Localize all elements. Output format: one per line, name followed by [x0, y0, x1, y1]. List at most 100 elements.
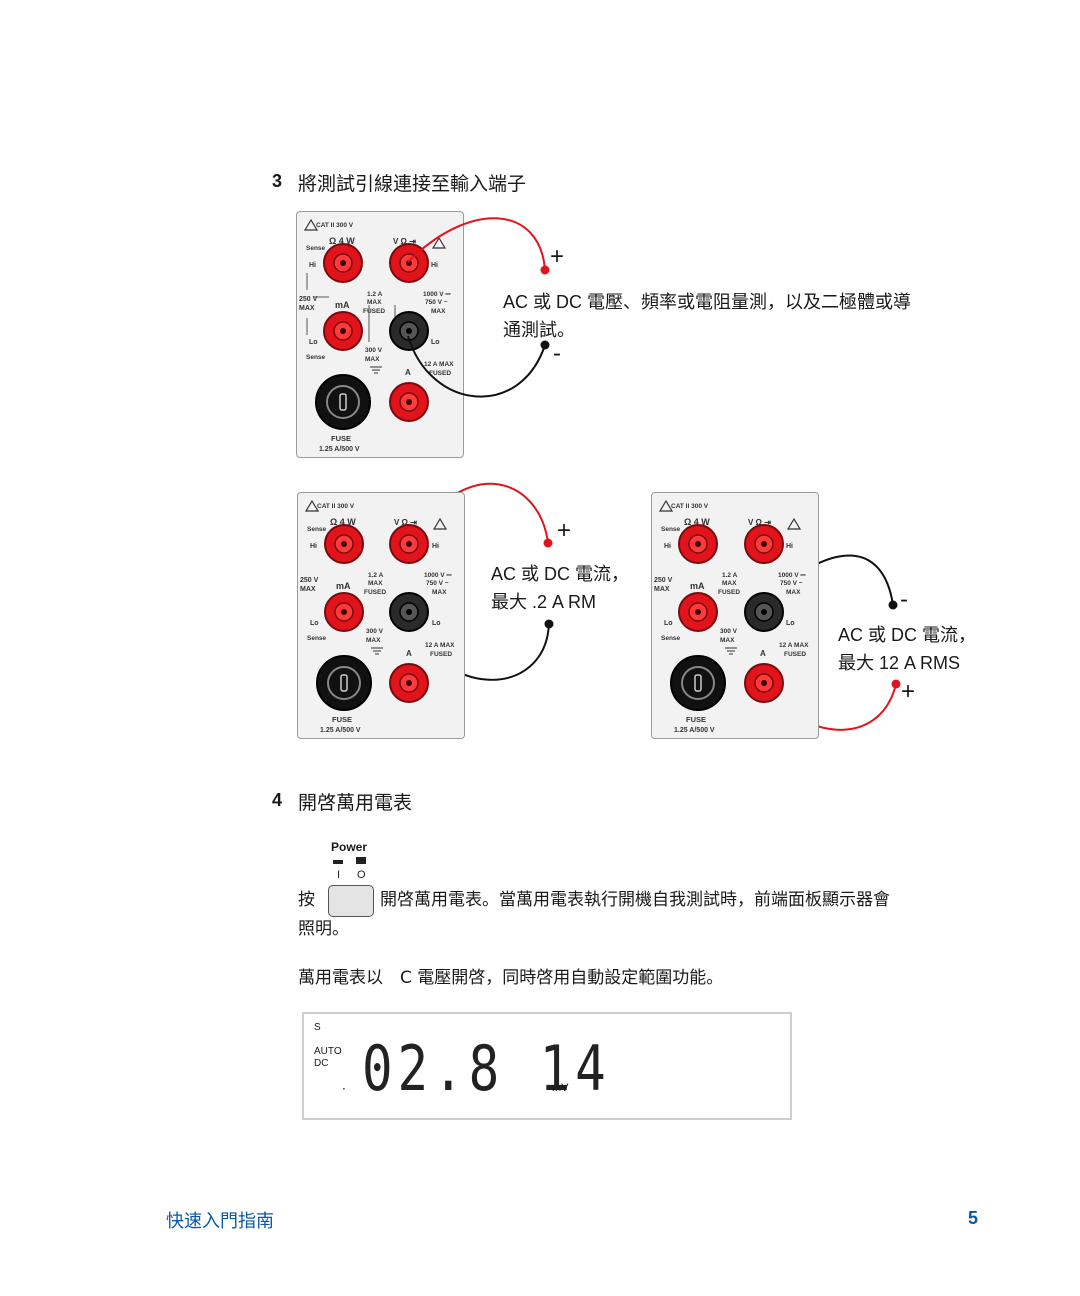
black-lead [407, 335, 546, 398]
warning-icon [786, 517, 802, 530]
red-lead [407, 217, 546, 271]
svg-text:Lo: Lo [310, 620, 319, 627]
svg-text:300 V: 300 V [720, 628, 738, 635]
step4-note: 萬用電表以 C 電壓開啓，同時啓用自動設定範圍功能。 [298, 968, 724, 988]
svg-text:1.25 A/500 V: 1.25 A/500 V [320, 727, 361, 734]
page-number: 5 [968, 1208, 979, 1228]
svg-text:A: A [405, 368, 411, 377]
svg-text:MAX: MAX [299, 305, 315, 312]
svg-text:1.2 A: 1.2 A [368, 572, 384, 579]
svg-text:Sense: Sense [307, 635, 327, 642]
svg-text:1000 V ⎓: 1000 V ⎓ [778, 572, 806, 579]
svg-text:I: I [337, 869, 340, 880]
svg-text:MAX: MAX [300, 586, 316, 593]
svg-text:mA: mA [335, 300, 350, 310]
display-dc-annunciator: DC [314, 1058, 329, 1069]
minus-sign: - [900, 586, 908, 613]
svg-text:Hi: Hi [431, 262, 438, 269]
svg-text:MAX: MAX [720, 637, 735, 644]
step4-description: 開啓萬用電表。當萬用電表執行開機自我測試時，前端面板顯示器會 [380, 890, 890, 910]
svg-text:Sense: Sense [306, 354, 326, 361]
step4-description-cont: 照明。 [298, 919, 349, 939]
svg-text:FUSE: FUSE [332, 715, 352, 724]
svg-text:A: A [760, 649, 766, 658]
svg-text:750 V ~: 750 V ~ [426, 580, 449, 587]
svg-text:1000 V ⎓: 1000 V ⎓ [424, 572, 452, 579]
plus-sign: + [550, 243, 565, 270]
svg-text:1.2 A: 1.2 A [367, 291, 383, 298]
front-panel-terminals: CAT II 300 V Sense Ω 4 W V Ω ⇥ Hi Hi 250… [651, 492, 819, 739]
svg-text:Sense: Sense [306, 245, 326, 252]
power-switch-icon: I O [333, 857, 366, 880]
svg-text:mA: mA [690, 581, 705, 591]
svg-text:FUSE: FUSE [331, 434, 351, 443]
power-label: Power [331, 840, 368, 854]
svg-text:MAX: MAX [431, 308, 446, 315]
svg-text:1.25 A/500 V: 1.25 A/500 V [319, 446, 360, 453]
svg-text:FUSED: FUSED [363, 308, 385, 315]
svg-text:12 A MAX: 12 A MAX [424, 361, 454, 368]
svg-text:MAX: MAX [786, 589, 801, 596]
svg-text:Ω 4 W: Ω 4 W [329, 236, 355, 246]
svg-text:MAX: MAX [432, 589, 447, 596]
svg-text:Lo: Lo [664, 620, 673, 627]
svg-text:FUSED: FUSED [718, 589, 740, 596]
svg-text:Hi: Hi [432, 543, 439, 550]
ground-icon [370, 366, 382, 374]
svg-text:CAT II 300 V: CAT II 300 V [317, 503, 355, 510]
svg-text:Ω 4 W: Ω 4 W [684, 517, 710, 527]
svg-text:CAT II 300 V: CAT II 300 V [316, 222, 354, 229]
terminals-drawing: CAT II 300 V Sense Ω 4 W V Ω ⇥ Hi Hi 250… [299, 218, 454, 453]
svg-text:750 V ~: 750 V ~ [425, 299, 448, 306]
warning-icon [431, 236, 447, 249]
svg-text:Sense: Sense [307, 526, 327, 533]
svg-text:Lo: Lo [432, 620, 441, 627]
svg-text:V Ω ⇥: V Ω ⇥ [393, 237, 416, 246]
svg-text:O: O [357, 869, 366, 880]
black-probe-tip [888, 600, 898, 610]
power-button[interactable] [328, 885, 374, 917]
plus-sign: + [557, 517, 572, 544]
warning-icon [304, 499, 320, 512]
svg-text:MAX: MAX [368, 580, 383, 587]
svg-text:250 V: 250 V [299, 296, 318, 303]
svg-text:12 A MAX: 12 A MAX [779, 642, 809, 649]
svg-text:1.2 A: 1.2 A [722, 572, 738, 579]
red-probe-tip [540, 265, 550, 275]
svg-text:Hi: Hi [310, 543, 317, 550]
red-probe-tip [891, 679, 901, 689]
svg-text:Lo: Lo [309, 339, 318, 346]
svg-text:Hi: Hi [309, 262, 316, 269]
svg-text:CAT II 300 V: CAT II 300 V [671, 503, 709, 510]
svg-text:1000 V ⎓: 1000 V ⎓ [423, 291, 451, 298]
svg-text:Hi: Hi [664, 543, 671, 550]
svg-text:Hi: Hi [786, 543, 793, 550]
svg-text:250 V: 250 V [654, 577, 673, 584]
minus-sign: - [553, 340, 561, 367]
press-text: 按 [298, 890, 315, 910]
display-auto-annunciator: AUTO [314, 1046, 342, 1057]
black-probe-tip [544, 619, 554, 629]
svg-text:V Ω ⇥: V Ω ⇥ [394, 518, 417, 527]
svg-text:Sense: Sense [661, 526, 681, 533]
svg-text:A: A [406, 649, 412, 658]
display-unit: mV [552, 1082, 569, 1094]
display-dot: · [342, 1082, 346, 1096]
front-panel-terminals: CAT II 300 V Sense Ω 4 W V Ω ⇥ Hi Hi 250… [297, 492, 465, 739]
step-title: 將測試引線連接至輸入端子 [298, 173, 527, 195]
display-s-annunciator: S [314, 1022, 321, 1033]
svg-text:Sense: Sense [661, 635, 681, 642]
front-panel-terminals: CAT II 300 V Sense Ω 4 W V Ω ⇥ Hi Hi 250… [296, 211, 464, 458]
terminals-drawing: CAT II 300 V Sense Ω 4 W V Ω ⇥ Hi Hi 250… [300, 499, 455, 734]
svg-text:FUSED: FUSED [364, 589, 386, 596]
svg-text:FUSED: FUSED [784, 651, 806, 658]
warning-icon [303, 218, 319, 231]
diagram-caption: AC 或 DC 電壓、頻率或電阻量測，以及二極體或導 通測試。 [503, 292, 912, 340]
step-number: 3 [272, 171, 283, 191]
svg-text:FUSED: FUSED [430, 651, 452, 658]
svg-text:MAX: MAX [365, 356, 380, 363]
svg-text:Lo: Lo [431, 339, 440, 346]
warning-icon [432, 517, 448, 530]
ground-icon [371, 647, 383, 655]
svg-text:FUSE: FUSE [686, 715, 706, 724]
